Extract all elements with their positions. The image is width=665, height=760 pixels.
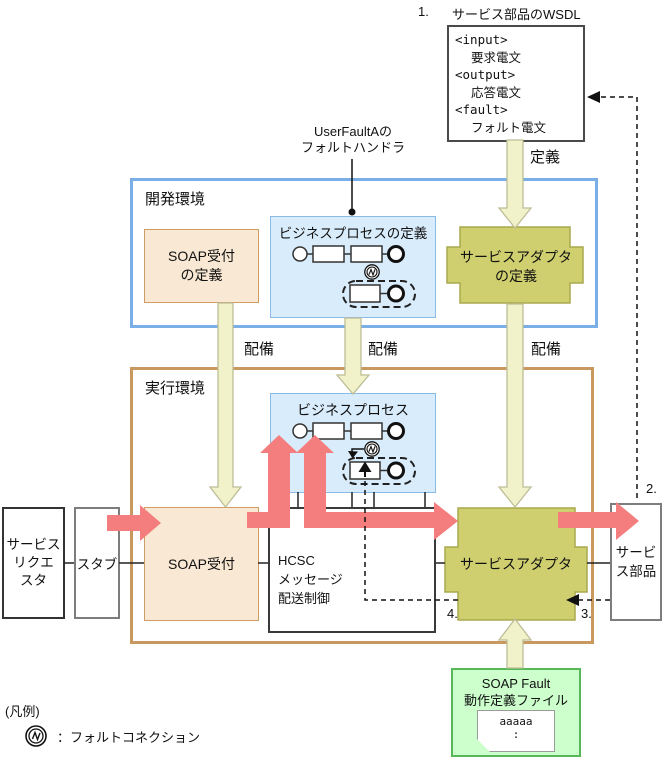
business-process-box: ビジネスプロセス <box>270 393 436 493</box>
userfault-note: UserFaultAの フォルトハンドラ <box>280 124 426 156</box>
dev-environment-title: 開発環境 <box>145 191 206 208</box>
document-colon: : <box>512 728 520 741</box>
business-process-title: ビジネスプロセス <box>297 402 409 418</box>
requester-line3: スタ <box>20 573 47 588</box>
userfault-note-line1: UserFaultAの <box>313 124 393 139</box>
requester-line1: サービス <box>6 537 61 552</box>
deploy-label-2: 配備 <box>368 341 399 358</box>
soap-fault-file-box: SOAP Fault 動作定義ファイル aaaaa : <box>451 668 581 757</box>
soap-reception-box: SOAP受付 <box>144 507 259 621</box>
step2-label: 2. <box>646 481 657 496</box>
wsdl-output-text: 応答電文 <box>471 84 522 100</box>
wsdl-box: <input> 要求電文 <output> 応答電文 <fault> フォルト電… <box>447 25 585 142</box>
legend-title: (凡例) <box>5 704 40 719</box>
stub-label: スタブ <box>76 557 118 572</box>
fault-connection-icon <box>25 725 47 747</box>
hcsc-line2: メッセージ <box>278 572 343 587</box>
soap-def-line2: の定義 <box>180 267 223 283</box>
soap-def-line1: SOAP受付 <box>168 248 235 264</box>
exec-environment-title: 実行環境 <box>145 380 206 397</box>
deploy-label-3: 配備 <box>531 341 562 358</box>
legend-row: ：フォルトコネクション <box>24 724 200 748</box>
soap-fault-file-line2: 動作定義ファイル <box>463 693 568 708</box>
service-part-box: サービ ス部品 <box>610 503 662 621</box>
document-text: aaaaa <box>499 715 533 728</box>
document-icon: aaaaa : <box>477 710 555 752</box>
dashed-arrowhead-wsdl <box>587 91 600 103</box>
service-part-line2: ス部品 <box>615 564 657 579</box>
step1-label: 1. <box>418 4 429 19</box>
stub-box: スタブ <box>74 507 120 619</box>
legend-fault-connection-label: ：フォルトコネクション <box>57 729 201 745</box>
wsdl-title: サービス部品のWSDL <box>452 7 581 22</box>
wsdl-fault-text: フォルト電文 <box>471 119 547 135</box>
service-requester-box: サービス リクエ スタ <box>2 507 65 619</box>
soap-reception-label: SOAP受付 <box>168 556 235 572</box>
business-process-def-title: ビジネスプロセスの定義 <box>278 226 428 241</box>
step4-label: 4. <box>447 606 458 621</box>
step3-label: 3. <box>581 606 592 621</box>
define-label: 定義 <box>530 149 561 166</box>
userfault-note-line2: フォルトハンドラ <box>300 140 405 155</box>
hcsc-line3: 配送制御 <box>278 591 331 606</box>
service-part-line1: サービ <box>615 545 657 560</box>
soap-reception-def-box: SOAP受付 の定義 <box>144 229 259 303</box>
hcsc-message-delivery-box: HCSC メッセージ 配送制御 <box>268 507 436 633</box>
wsdl-input-tag: <input> <box>455 32 508 47</box>
deploy-label-1: 配備 <box>244 341 275 358</box>
business-process-def-box: ビジネスプロセスの定義 <box>270 216 436 318</box>
requester-line2: リクエ <box>13 555 54 570</box>
wsdl-fault-tag: <fault> <box>455 102 508 117</box>
wsdl-input-text: 要求電文 <box>471 49 522 65</box>
hcsc-line1: HCSC <box>278 553 315 568</box>
wsdl-output-tag: <output> <box>455 67 516 82</box>
soap-fault-file-line1: SOAP Fault <box>481 676 551 691</box>
